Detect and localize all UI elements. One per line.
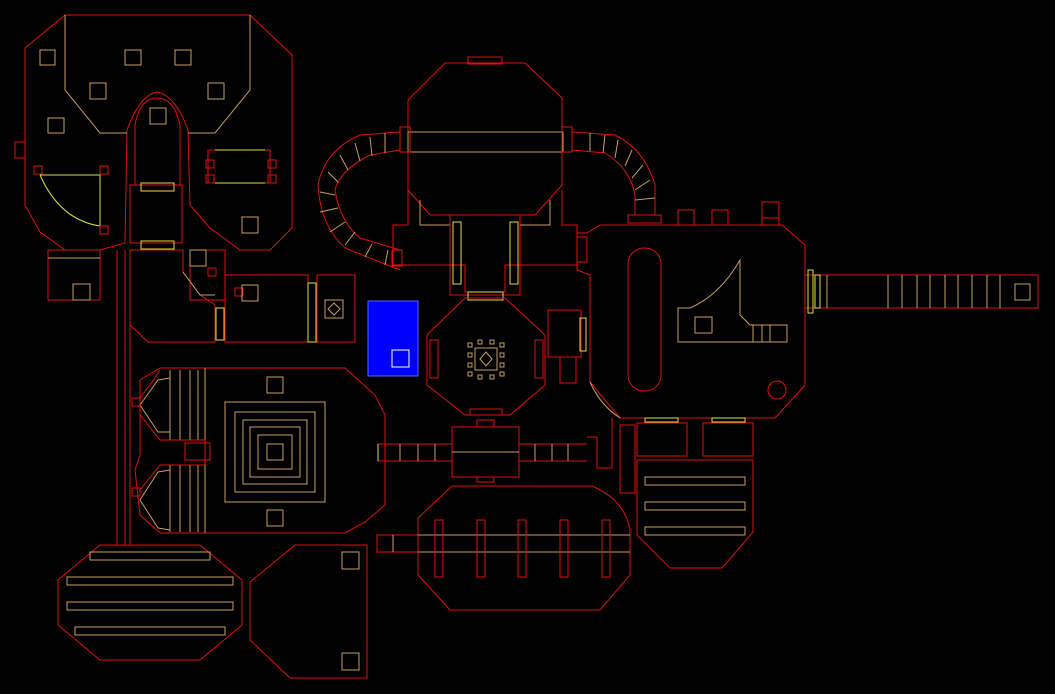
center-round-room <box>426 297 587 416</box>
blue-room[interactable] <box>367 300 419 377</box>
bottom-left-oval-room <box>57 544 243 661</box>
bottom-right-room <box>636 422 754 569</box>
bottom-square-room <box>249 544 368 679</box>
player-room-highlight <box>367 300 419 377</box>
top-left-building <box>14 14 293 301</box>
mid-left-rooms <box>129 249 356 343</box>
right-large-room <box>576 201 1039 423</box>
pyramid-room <box>131 367 386 534</box>
center-corridor <box>377 418 636 494</box>
center-dome-building <box>317 56 662 301</box>
bottom-center-room <box>376 485 631 611</box>
